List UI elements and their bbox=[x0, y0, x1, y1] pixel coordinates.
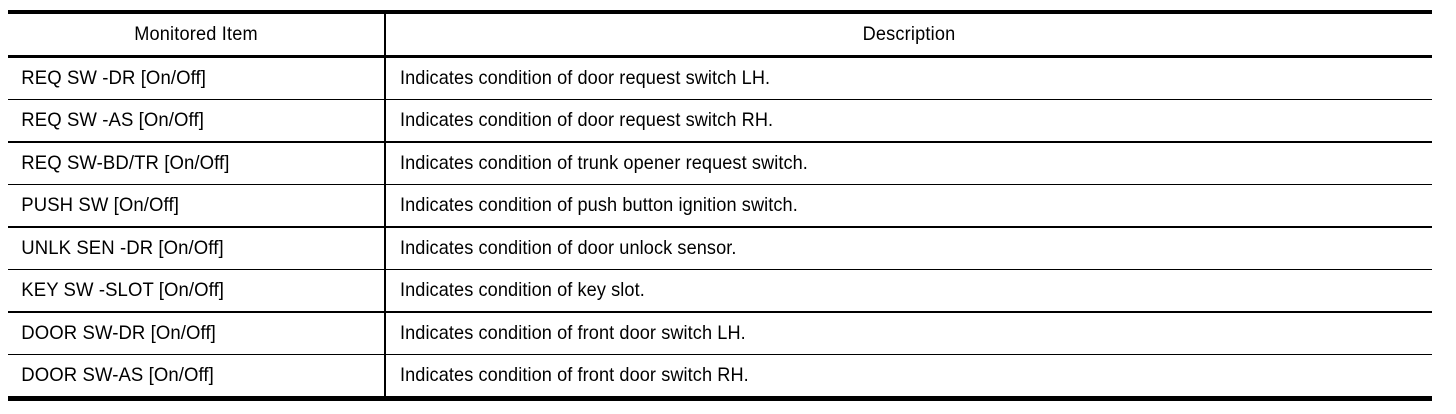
cell-monitored-item: KEY SW -SLOT [On/Off] bbox=[8, 269, 386, 313]
column-header-description-label: Description bbox=[862, 23, 956, 45]
table-row: REQ SW -AS [On/Off] Indicates condition … bbox=[8, 99, 1432, 143]
description-label: Indicates condition of push button ignit… bbox=[399, 194, 798, 216]
monitored-item-label: PUSH SW [On/Off] bbox=[21, 194, 179, 216]
table-row: KEY SW -SLOT [On/Off] Indicates conditio… bbox=[8, 269, 1432, 313]
column-header-monitored-item: Monitored Item bbox=[8, 10, 386, 58]
cell-monitored-item: REQ SW-BD/TR [On/Off] bbox=[8, 142, 386, 185]
description-label: Indicates condition of key slot. bbox=[399, 279, 645, 301]
cell-monitored-item: PUSH SW [On/Off] bbox=[8, 184, 386, 228]
table-header-row: Monitored Item Description bbox=[8, 10, 1432, 58]
monitored-item-label: REQ SW -DR [On/Off] bbox=[21, 67, 206, 89]
monitored-item-label: DOOR SW-AS [On/Off] bbox=[21, 364, 214, 386]
cell-monitored-item: REQ SW -DR [On/Off] bbox=[8, 56, 386, 100]
cell-monitored-item: REQ SW -AS [On/Off] bbox=[8, 99, 386, 143]
cell-description: Indicates condition of door request swit… bbox=[385, 99, 1432, 143]
description-label: Indicates condition of door request swit… bbox=[399, 109, 774, 131]
cell-description: Indicates condition of door unlock senso… bbox=[385, 227, 1432, 270]
description-label: Indicates condition of door request swit… bbox=[399, 67, 771, 89]
cell-description: Indicates condition of front door switch… bbox=[385, 354, 1432, 401]
monitored-item-label: UNLK SEN -DR [On/Off] bbox=[21, 237, 224, 259]
cell-monitored-item: DOOR SW-AS [On/Off] bbox=[8, 354, 386, 401]
cell-description: Indicates condition of trunk opener requ… bbox=[385, 142, 1432, 185]
cell-description: Indicates condition of push button ignit… bbox=[385, 184, 1432, 228]
table-row: DOOR SW-DR [On/Off] Indicates condition … bbox=[8, 312, 1432, 355]
column-header-description: Description bbox=[385, 10, 1432, 58]
monitored-item-label: KEY SW -SLOT [On/Off] bbox=[21, 279, 225, 301]
cell-description: Indicates condition of door request swit… bbox=[385, 56, 1432, 100]
description-label: Indicates condition of trunk opener requ… bbox=[399, 152, 808, 174]
monitored-item-label: REQ SW-BD/TR [On/Off] bbox=[21, 152, 230, 174]
table-row: REQ SW-BD/TR [On/Off] Indicates conditio… bbox=[8, 142, 1432, 185]
monitored-item-label: REQ SW -AS [On/Off] bbox=[21, 109, 204, 131]
monitored-item-table: Monitored Item Description REQ SW -DR [O… bbox=[8, 10, 1432, 401]
cell-description: Indicates condition of key slot. bbox=[385, 269, 1432, 313]
cell-description: Indicates condition of front door switch… bbox=[385, 312, 1432, 355]
table-row: REQ SW -DR [On/Off] Indicates condition … bbox=[8, 56, 1432, 100]
cell-monitored-item: UNLK SEN -DR [On/Off] bbox=[8, 227, 386, 270]
column-header-monitored-item-label: Monitored Item bbox=[134, 23, 258, 45]
description-label: Indicates condition of door unlock senso… bbox=[399, 237, 737, 259]
cell-monitored-item: DOOR SW-DR [On/Off] bbox=[8, 312, 386, 355]
table-body: REQ SW -DR [On/Off] Indicates condition … bbox=[8, 56, 1432, 401]
table-row: PUSH SW [On/Off] Indicates condition of … bbox=[8, 184, 1432, 228]
description-label: Indicates condition of front door switch… bbox=[399, 364, 749, 386]
description-label: Indicates condition of front door switch… bbox=[399, 322, 746, 344]
table-header: Monitored Item Description bbox=[8, 10, 1432, 58]
table-row: DOOR SW-AS [On/Off] Indicates condition … bbox=[8, 354, 1432, 401]
monitored-item-label: DOOR SW-DR [On/Off] bbox=[21, 322, 216, 344]
table-row: UNLK SEN -DR [On/Off] Indicates conditio… bbox=[8, 227, 1432, 270]
